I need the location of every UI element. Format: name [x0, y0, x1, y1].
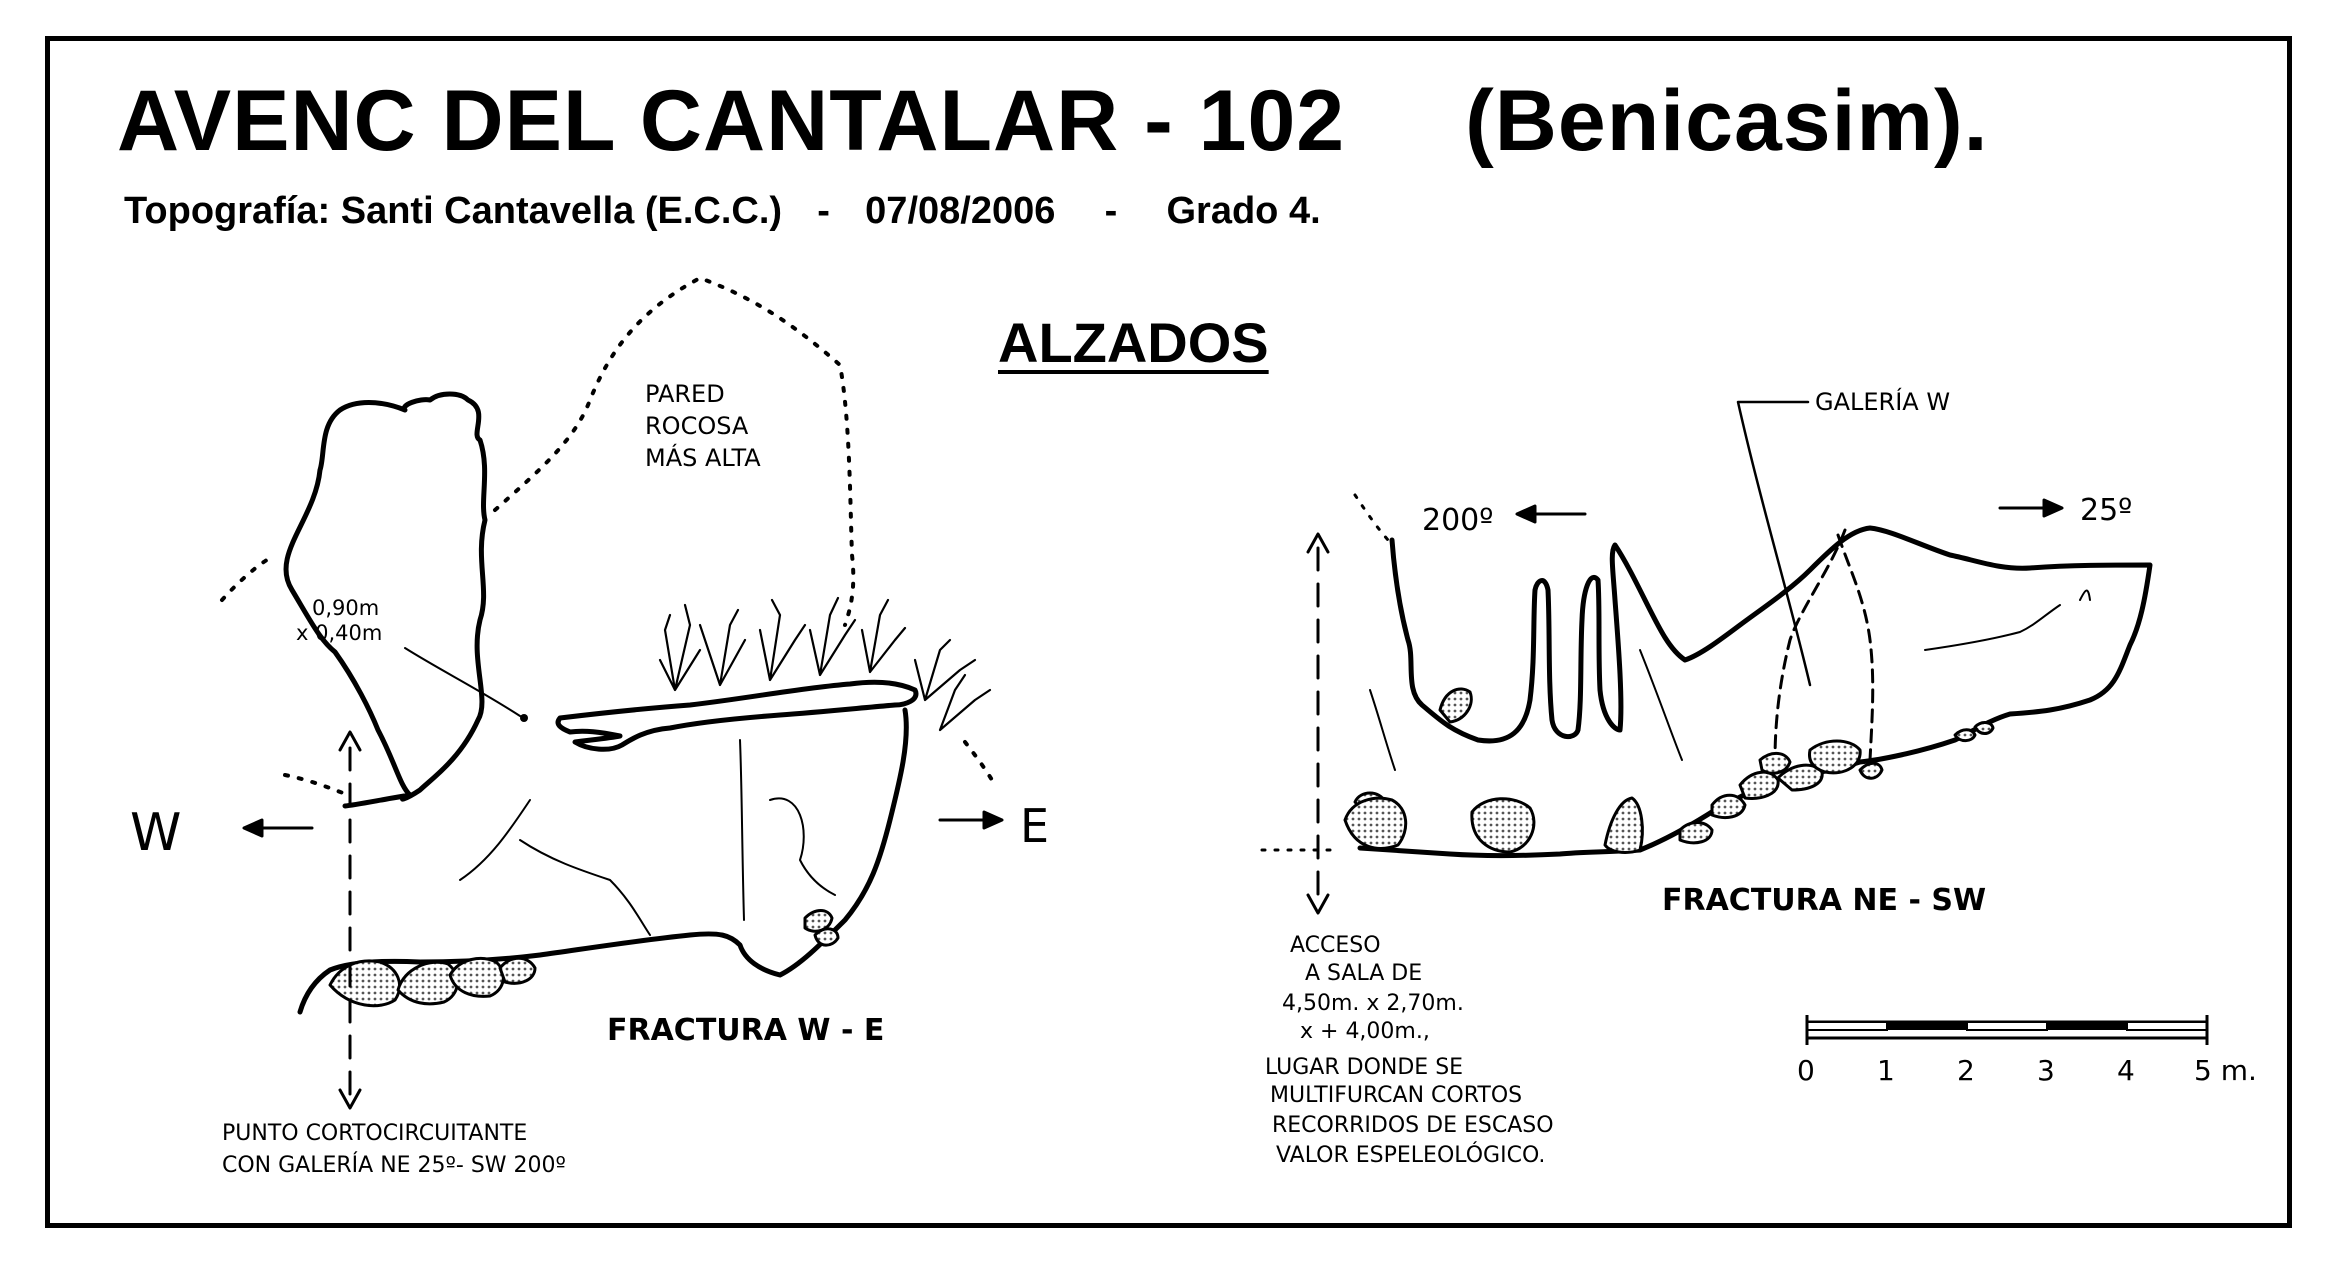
surveyor: Topografía: Santi Cantavella (E.C.C.) — [124, 190, 783, 232]
entrance-dotted — [1353, 493, 1390, 542]
cave-name: AVENC DEL CANTALAR - 102 — [117, 73, 1346, 169]
arrow-down-icon — [1306, 893, 1330, 915]
wall-label-line: ROCOSA — [645, 412, 749, 440]
scale-tick-label: 0 — [1797, 1054, 1815, 1087]
access-note-line: VALOR ESPELEOLÓGICO. — [1276, 1142, 1545, 1168]
survey-credits: Topografía: Santi Cantavella (E.C.C.) - … — [124, 190, 1321, 233]
municipality: (Benicasim). — [1465, 73, 1989, 169]
scale-tick-label: 2 — [1957, 1054, 1975, 1087]
access-note-line: ACCESO — [1290, 933, 1381, 958]
arrow-east-icon — [982, 810, 1004, 830]
access-note-line: LUGAR DONDE SE — [1265, 1055, 1463, 1080]
dimension-label: x 0,40m — [296, 621, 382, 645]
gallery-label: GALERÍA W — [1815, 387, 1950, 416]
scale-tick-label: 1 — [1877, 1054, 1895, 1087]
scale-tick-label: 3 — [2037, 1054, 2055, 1087]
vegetation — [658, 596, 992, 732]
boulders-left — [328, 909, 840, 1008]
dimension-label: 0,90m — [312, 596, 379, 620]
main-gallery-outline — [297, 707, 909, 1015]
right-labels: GALERÍA W 200º 25º FRACTURA NE - SW ACCE… — [1265, 387, 2132, 1168]
arrow-200-icon — [1515, 504, 1537, 524]
note-line: PUNTO CORTOCIRCUITANTE — [222, 1121, 527, 1146]
note-line: CON GALERÍA NE 25º- SW 200º — [222, 1152, 566, 1178]
dimension-pointer — [404, 647, 521, 717]
access-note-line: x + 4,00m., — [1300, 1019, 1430, 1044]
scale-tick-label: 4 — [2117, 1054, 2135, 1087]
boulders-right — [1343, 687, 1995, 854]
arrow-west-icon — [242, 818, 264, 838]
crack-line — [1369, 649, 1683, 771]
surface-edge-right — [963, 740, 997, 787]
higher-wall-outline — [493, 276, 856, 627]
cave-outline-left — [283, 391, 488, 809]
separator: - — [817, 190, 830, 232]
separator: - — [1104, 190, 1118, 232]
right-elevation — [1260, 400, 2153, 915]
east-label: E — [1020, 799, 1049, 853]
bearing-label-right: 25º — [2080, 493, 2132, 528]
access-note-line: 4,50m. x 2,70m. — [1282, 991, 1464, 1016]
scale-tick-label: 5 m. — [2194, 1054, 2257, 1087]
arrow-up-icon — [338, 730, 362, 752]
crack-line — [459, 799, 651, 936]
left-labels: PARED ROCOSA MÁS ALTA 0,90m x 0,40m W E … — [130, 380, 1049, 1178]
map-title: AVENC DEL CANTALAR - 102 (Benicasim). — [117, 72, 1989, 171]
difficulty-grade: Grado 4. — [1166, 190, 1321, 232]
arrow-down-icon — [338, 1088, 362, 1110]
crack-line — [1924, 589, 2091, 651]
scale-bar: 0 1 2 3 4 5 m. — [1797, 1015, 2257, 1087]
fracture-label-left: FRACTURA W - E — [607, 1013, 884, 1048]
access-note-line: A SALA DE — [1305, 961, 1422, 986]
section-title: ALZADOS — [998, 311, 1269, 374]
wall-label-line: PARED — [645, 380, 725, 408]
gallery-w-outline — [1836, 533, 1875, 762]
access-note-line: MULTIFURCAN CORTOS — [1270, 1083, 1522, 1108]
fracture-label-right: FRACTURA NE - SW — [1662, 883, 1986, 918]
surface-edge-left — [220, 556, 272, 602]
gallery-w-outline — [1773, 528, 1847, 762]
access-note-line: RECORRIDOS DE ESCASO — [1272, 1113, 1554, 1138]
upper-gallery — [555, 679, 919, 752]
bearing-label-left: 200º — [1422, 503, 1493, 538]
survey-date: 07/08/2006 — [865, 190, 1056, 232]
wall-label-line: MÁS ALTA — [645, 443, 761, 472]
crack-line — [739, 739, 836, 921]
surface-edge-lower-left — [283, 773, 350, 797]
arrow-25-icon — [2042, 498, 2064, 518]
arrow-up-icon — [1306, 532, 1330, 554]
left-elevation — [220, 276, 1004, 1110]
gallery-pointer — [1736, 400, 1812, 687]
map-frame — [45, 36, 2292, 1228]
west-label: W — [130, 803, 181, 863]
